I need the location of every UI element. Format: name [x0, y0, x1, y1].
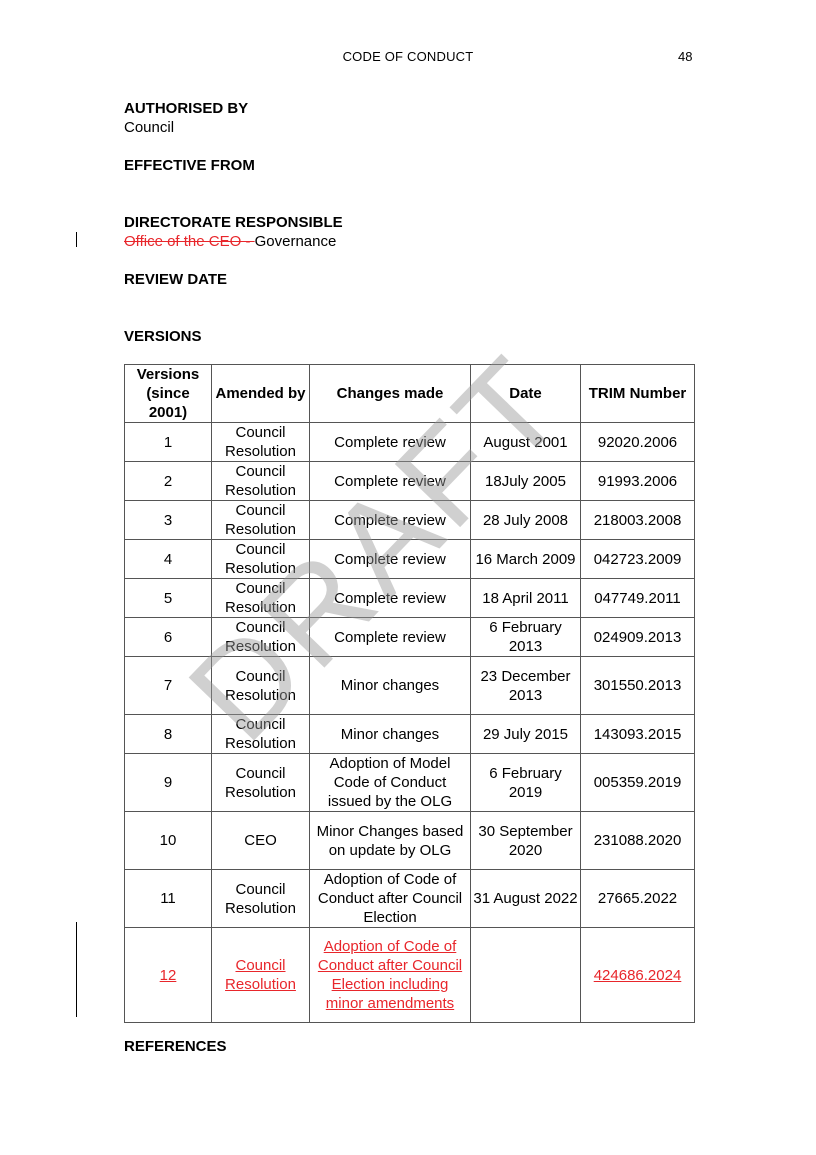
table-cell: Council Resolution	[211, 578, 310, 618]
table-cell: 424686.2024	[580, 927, 695, 1023]
table-cell: 9	[124, 753, 212, 812]
table-cell: Council Resolution	[211, 461, 310, 501]
column-header: Versions (since 2001)	[124, 364, 212, 423]
table-cell: 6 February 2013	[470, 617, 581, 657]
change-bar	[76, 232, 77, 247]
table-cell: Council Resolution	[211, 656, 310, 715]
table-cell: Complete review	[309, 617, 471, 657]
table-cell: 31 August 2022	[470, 869, 581, 928]
table-cell: 2	[124, 461, 212, 501]
table-cell: 12	[124, 927, 212, 1023]
table-cell: 042723.2009	[580, 539, 695, 579]
versions-heading: VERSIONS	[124, 328, 202, 345]
table-cell: 301550.2013	[580, 656, 695, 715]
table-cell: Complete review	[309, 500, 471, 540]
table-cell: 7	[124, 656, 212, 715]
table-cell: Council Resolution	[211, 927, 310, 1023]
table-cell: 024909.2013	[580, 617, 695, 657]
table-cell: 30 September 2020	[470, 811, 581, 870]
table-cell	[470, 927, 581, 1023]
table-cell: 231088.2020	[580, 811, 695, 870]
table-cell: Council Resolution	[211, 500, 310, 540]
table-cell: 18July 2005	[470, 461, 581, 501]
directorate-name: Governance	[254, 233, 337, 250]
table-cell: Council Resolution	[211, 539, 310, 579]
table-cell: August 2001	[470, 422, 581, 462]
table-cell: Minor changes	[309, 714, 471, 754]
table-cell: 047749.2011	[580, 578, 695, 618]
table-cell: Complete review	[309, 578, 471, 618]
table-cell: Council Resolution	[211, 617, 310, 657]
column-header: Changes made	[309, 364, 471, 423]
table-cell: 16 March 2009	[470, 539, 581, 579]
table-cell: Adoption of Model Code of Conduct issued…	[309, 753, 471, 812]
table-cell: Council Resolution	[211, 422, 310, 462]
table-cell: 218003.2008	[580, 500, 695, 540]
table-cell: Council Resolution	[211, 869, 310, 928]
directorate-responsible-heading: DIRECTORATE RESPONSIBLE	[124, 214, 343, 231]
page-number: 48	[678, 49, 693, 64]
table-cell: 11	[124, 869, 212, 928]
column-header: Amended by	[211, 364, 310, 423]
table-cell: 005359.2019	[580, 753, 695, 812]
table-cell: Minor Changes based on update by OLG	[309, 811, 471, 870]
table-cell: 18 April 2011	[470, 578, 581, 618]
authorised-by-value: Council	[124, 119, 175, 136]
directorate-responsible-value: Office of the CEO - Governance	[124, 233, 336, 250]
column-header: Date	[470, 364, 581, 423]
table-cell: 3	[124, 500, 212, 540]
table-cell: 28 July 2008	[470, 500, 581, 540]
table-cell: 23 December 2013	[470, 656, 581, 715]
table-cell: 91993.2006	[580, 461, 695, 501]
table-cell: 5	[124, 578, 212, 618]
deleted-text: Office of the CEO -	[124, 233, 255, 250]
table-cell: Adoption of Code of Conduct after Counci…	[309, 927, 471, 1023]
table-cell: 10	[124, 811, 212, 870]
table-cell: Adoption of Code of Conduct after Counci…	[309, 869, 471, 928]
table-cell: Complete review	[309, 461, 471, 501]
effective-from-heading: EFFECTIVE FROM	[124, 157, 255, 174]
table-cell: 6	[124, 617, 212, 657]
table-cell: CEO	[211, 811, 310, 870]
table-cell: 29 July 2015	[470, 714, 581, 754]
table-cell: Complete review	[309, 422, 471, 462]
review-date-heading: REVIEW DATE	[124, 271, 228, 288]
table-cell: Council Resolution	[211, 714, 310, 754]
table-cell: Complete review	[309, 539, 471, 579]
table-cell: 6 February 2019	[470, 753, 581, 812]
column-header: TRIM Number	[580, 364, 695, 423]
table-cell: 92020.2006	[580, 422, 695, 462]
authorised-by-heading: AUTHORISED BY	[124, 100, 249, 117]
change-bar	[76, 922, 77, 1017]
table-header-row: Versions (since 2001) Amended by Changes…	[124, 364, 695, 423]
table-cell: 143093.2015	[580, 714, 695, 754]
table-cell: Minor changes	[309, 656, 471, 715]
versions-table: Versions (since 2001) Amended by Changes…	[124, 364, 695, 1023]
references-heading: REFERENCES	[124, 1038, 227, 1055]
table-cell: Council Resolution	[211, 753, 310, 812]
table-cell: 4	[124, 539, 212, 579]
running-header-title: CODE OF CONDUCT	[342, 49, 474, 64]
table-cell: 1	[124, 422, 212, 462]
table-cell: 8	[124, 714, 212, 754]
table-cell: 27665.2022	[580, 869, 695, 928]
